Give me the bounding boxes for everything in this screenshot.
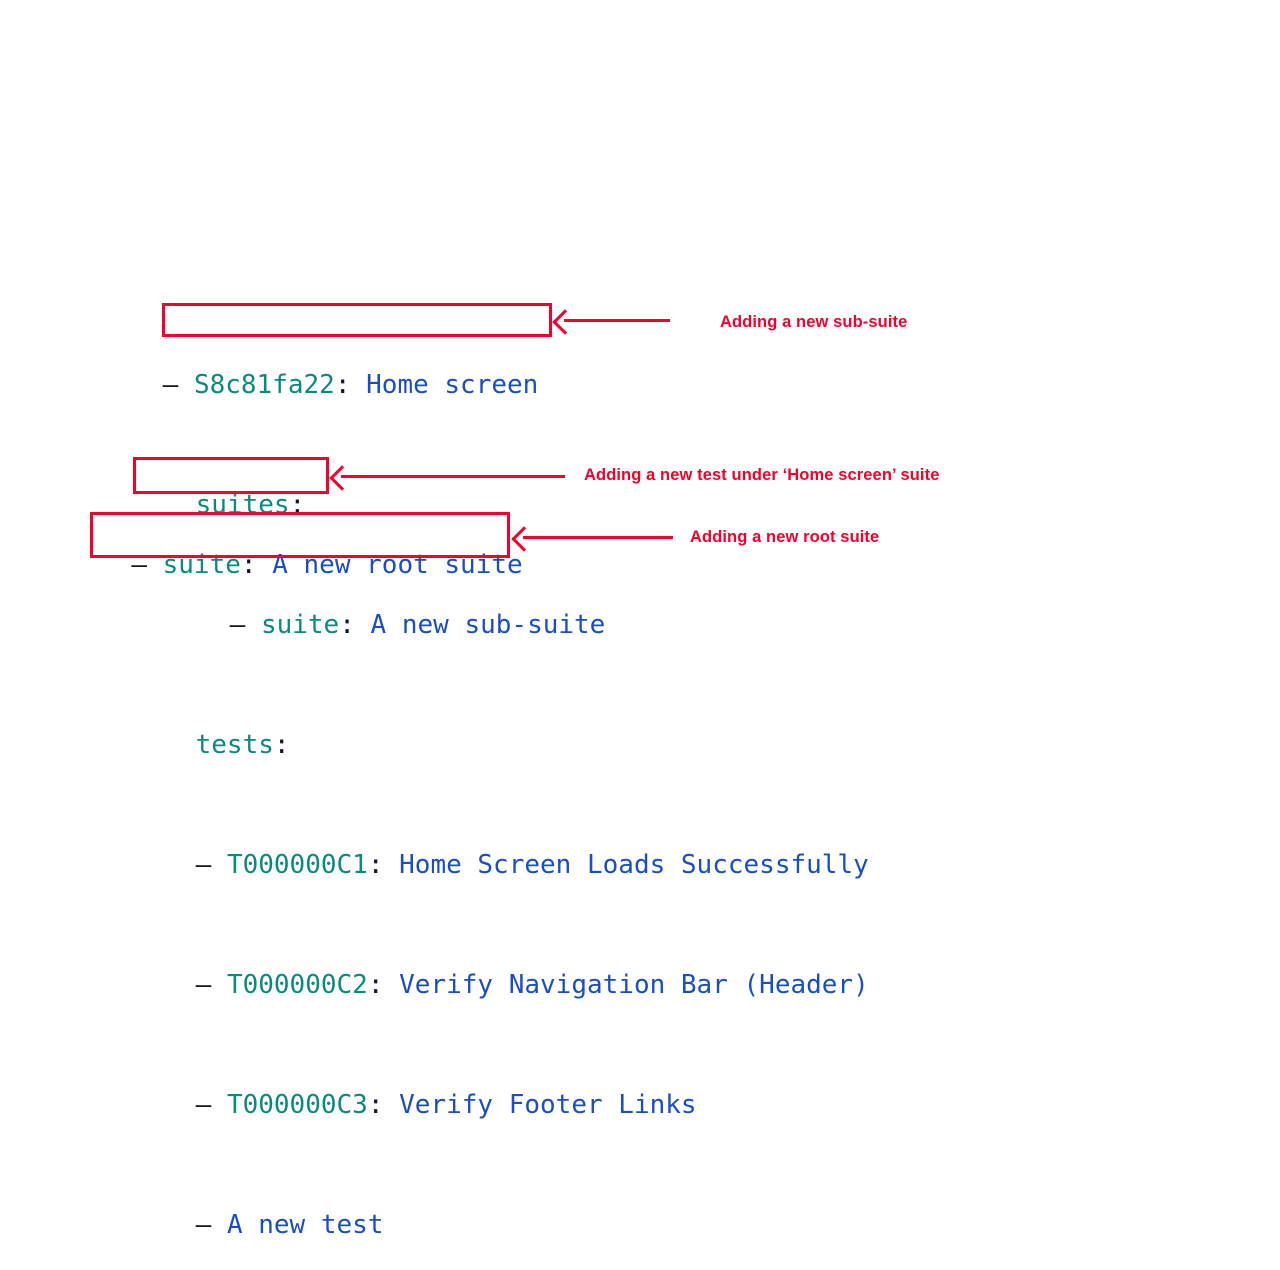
arrow-shaft xyxy=(564,318,670,322)
arrow-left-icon-new-test xyxy=(329,464,565,491)
test-title: Verify Navigation Bar (Header) xyxy=(399,970,869,1000)
arrow-shaft xyxy=(341,474,565,478)
suite-key: suite xyxy=(260,610,340,640)
colon: : xyxy=(367,850,384,880)
yaml-test-tree: – S8c81fa22: Home screen suites: – suite… xyxy=(100,250,869,1270)
suite-id: S8c81fa22 xyxy=(193,370,335,400)
annotation-label-sub-suite: Adding a new sub-suite xyxy=(720,313,908,331)
list-dash: – xyxy=(195,1210,212,1240)
test-title: Verify Footer Links xyxy=(399,1090,697,1120)
test-title: Home Screen Loads Successfully xyxy=(399,850,869,880)
annotation-label-root-suite: Adding a new root suite xyxy=(690,528,880,546)
test-id: T000000C2 xyxy=(226,970,368,1000)
sub-suite-name: A new sub-suite xyxy=(370,610,606,640)
colon: : xyxy=(334,370,351,400)
tree-line-root-suite-home-screen[interactable]: – S8c81fa22: Home screen xyxy=(100,340,869,400)
arrow-left-icon-root-suite xyxy=(511,525,673,552)
tree-line-test-new[interactable]: – A new test xyxy=(100,1180,869,1240)
colon: : xyxy=(367,1090,384,1120)
list-dash: – xyxy=(131,550,147,580)
colon: : xyxy=(339,610,355,640)
test-id: T000000C1 xyxy=(226,850,368,880)
tree-line-test-c2[interactable]: – T000000C2: Verify Navigation Bar (Head… xyxy=(100,940,869,1000)
arrow-left-icon-sub-suite xyxy=(552,308,670,335)
colon: : xyxy=(240,550,257,580)
list-dash: – xyxy=(162,370,179,400)
tree-line-test-c3[interactable]: – T000000C3: Verify Footer Links xyxy=(100,1060,869,1120)
arrow-shaft xyxy=(523,535,673,539)
suites-key: suites xyxy=(195,490,290,520)
tree-line-tests-label: tests: xyxy=(100,700,869,760)
suite-key: suite xyxy=(162,550,241,580)
test-id: T000000C3 xyxy=(226,1090,368,1120)
list-dash: – xyxy=(229,610,246,640)
colon: : xyxy=(367,970,384,1000)
list-dash: – xyxy=(195,850,212,880)
tree-line-new-root-suite[interactable]: – suite: A new root suite xyxy=(100,520,523,580)
tree-line-test-c1[interactable]: – T000000C1: Home Screen Loads Successfu… xyxy=(100,820,869,880)
tree-line-sub-suite-entry[interactable]: – suite: A new sub-suite xyxy=(100,580,869,640)
annotation-label-new-test: Adding a new test under ‘Home screen’ su… xyxy=(584,466,940,484)
colon: : xyxy=(289,490,306,520)
root-suite-name: A new root suite xyxy=(272,550,523,580)
list-dash: – xyxy=(195,1090,212,1120)
colon: : xyxy=(273,730,290,760)
suite-title: Home screen xyxy=(366,370,539,400)
new-test-title: A new test xyxy=(226,1210,384,1240)
tests-key: tests xyxy=(195,730,274,760)
list-dash: – xyxy=(195,970,212,1000)
